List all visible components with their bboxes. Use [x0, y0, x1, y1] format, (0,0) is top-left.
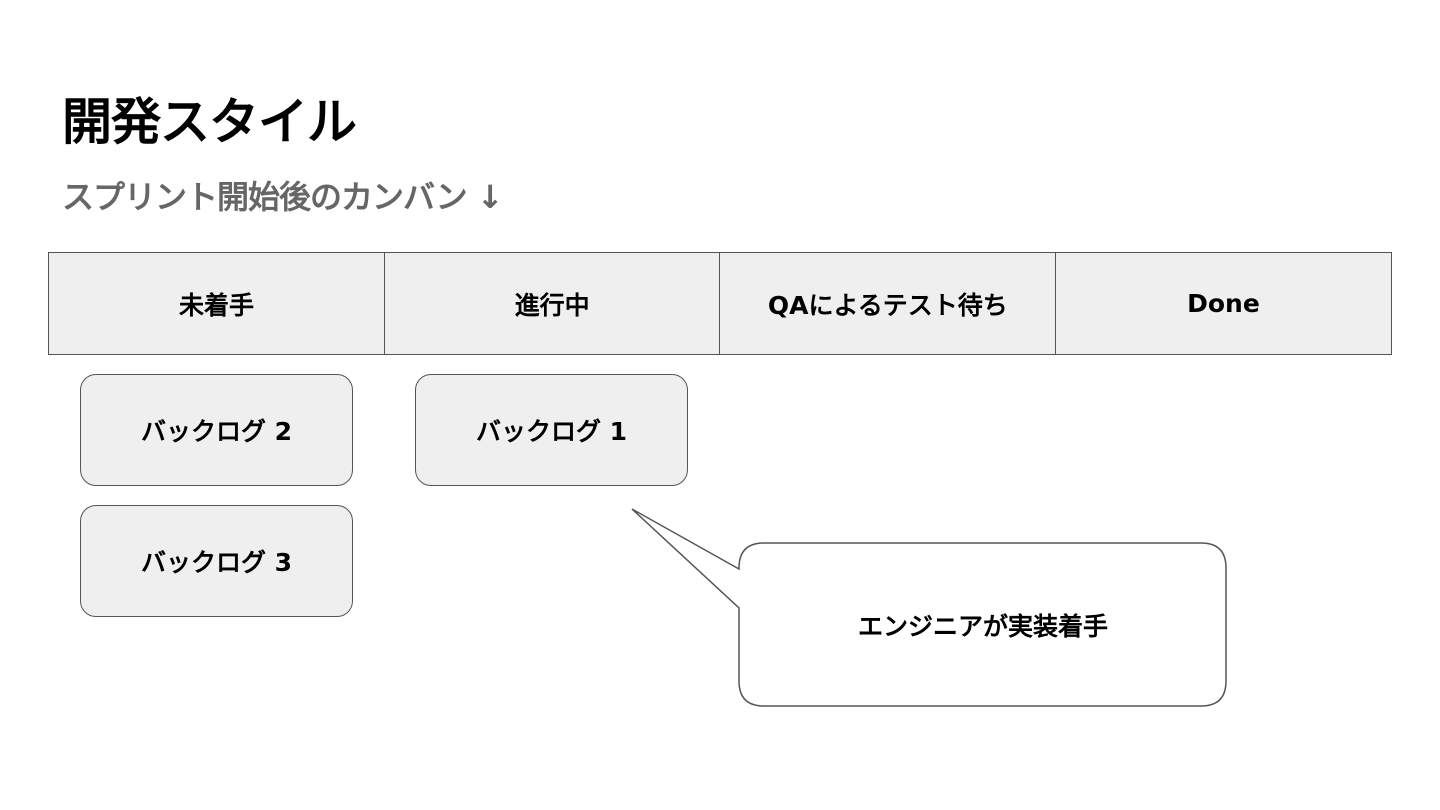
kanban-card-backlog-2: バックログ 2: [80, 374, 353, 486]
kanban-card-backlog-3: バックログ 3: [80, 505, 353, 617]
page-subtitle: スプリント開始後のカンバン ↓: [62, 178, 504, 216]
column-header-qa: QAによるテスト待ち: [719, 252, 1057, 355]
column-header-in-progress: 進行中: [383, 252, 721, 355]
kanban-card-backlog-1: バックログ 1: [415, 374, 688, 486]
page-title: 開発スタイル: [62, 93, 357, 151]
column-header-done: Done: [1054, 252, 1392, 355]
kanban-header: 未着手 進行中 QAによるテスト待ち Done: [48, 252, 1392, 355]
column-header-todo: 未着手: [48, 252, 386, 355]
callout-text: エンジニアが実装着手: [857, 611, 1108, 641]
